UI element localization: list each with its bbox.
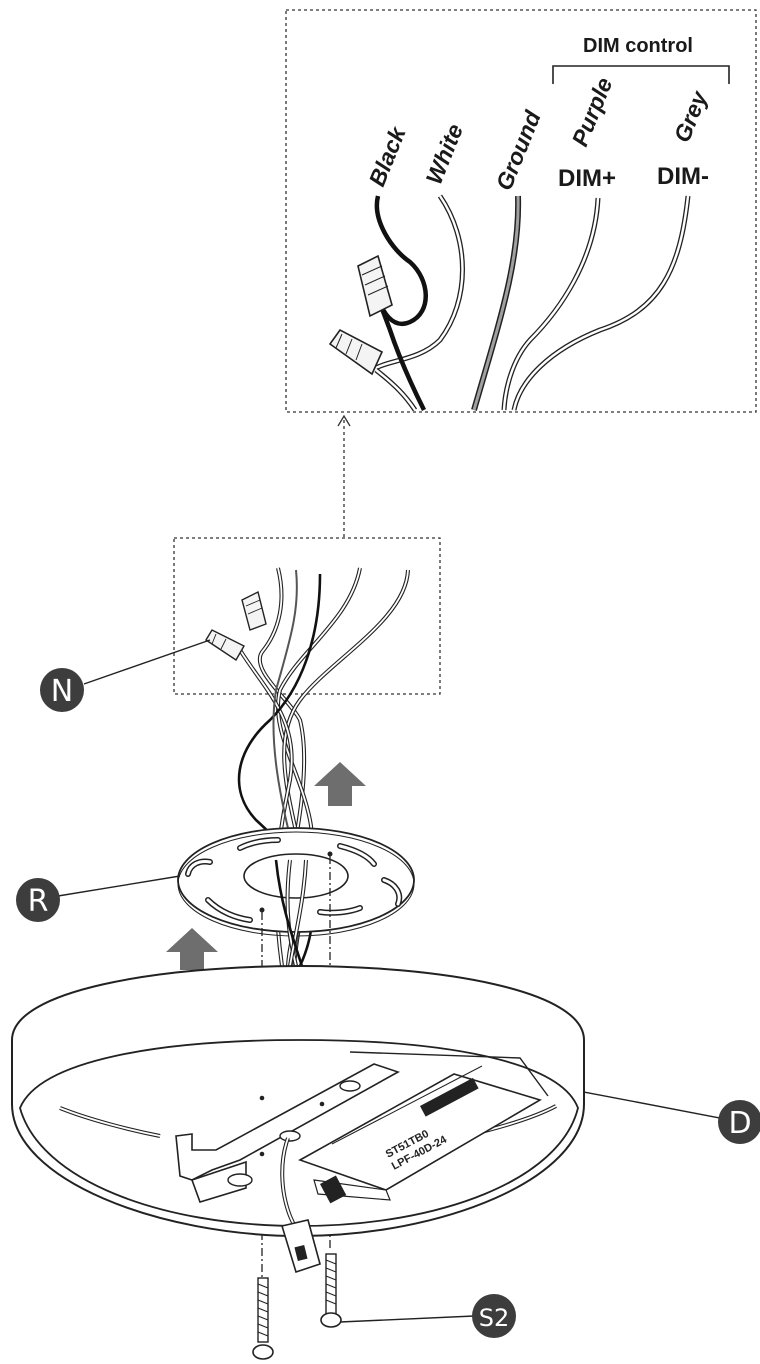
callout-s2: S2 xyxy=(339,1294,516,1338)
wire-label-grey: Grey xyxy=(669,86,713,145)
purple-wire xyxy=(502,197,600,411)
dim-control-bracket xyxy=(552,65,730,84)
light-fixture-body: ST51TB0 LPF-40D-24 xyxy=(11,964,585,1274)
callout-n: N xyxy=(40,639,211,712)
wire-nut-small-lower xyxy=(205,629,245,661)
callout-d-label: D xyxy=(728,1106,751,1141)
wire-label-white: White xyxy=(421,120,469,188)
screw-left xyxy=(252,1277,274,1360)
detail-connector-arrow xyxy=(337,414,351,538)
callout-r-label: R xyxy=(28,884,49,919)
wire-detail-inset: DIM control Black White Ground Purple Gr… xyxy=(285,9,757,413)
callout-n-label: N xyxy=(51,674,73,709)
white-wire xyxy=(374,194,465,371)
wire-small-inset xyxy=(173,537,441,695)
callout-d: D xyxy=(583,1091,760,1144)
dim-control-label: DIM control xyxy=(583,35,693,57)
up-arrow-lower xyxy=(166,928,218,970)
wire-label-purple: Purple xyxy=(567,74,618,150)
mounting-ring xyxy=(177,827,415,937)
up-arrow-upper xyxy=(314,762,366,806)
callout-s2-label: S2 xyxy=(479,1304,510,1332)
wire-sublabel-dim-minus: DIM- xyxy=(657,163,709,190)
grey-wire xyxy=(512,195,690,411)
wire-label-black: Black xyxy=(364,122,412,190)
wire-nut-upper xyxy=(357,254,393,318)
wire-bundle-through-ring xyxy=(274,859,308,967)
callout-r: R xyxy=(16,875,181,922)
wire-nut-lower xyxy=(328,328,384,376)
wire-sublabel-dim-plus: DIM+ xyxy=(558,165,616,192)
black-wire xyxy=(374,195,428,412)
wire-nut-small-upper xyxy=(241,590,267,631)
wire-label-ground: Ground xyxy=(491,106,547,194)
screw-right xyxy=(320,1253,342,1328)
